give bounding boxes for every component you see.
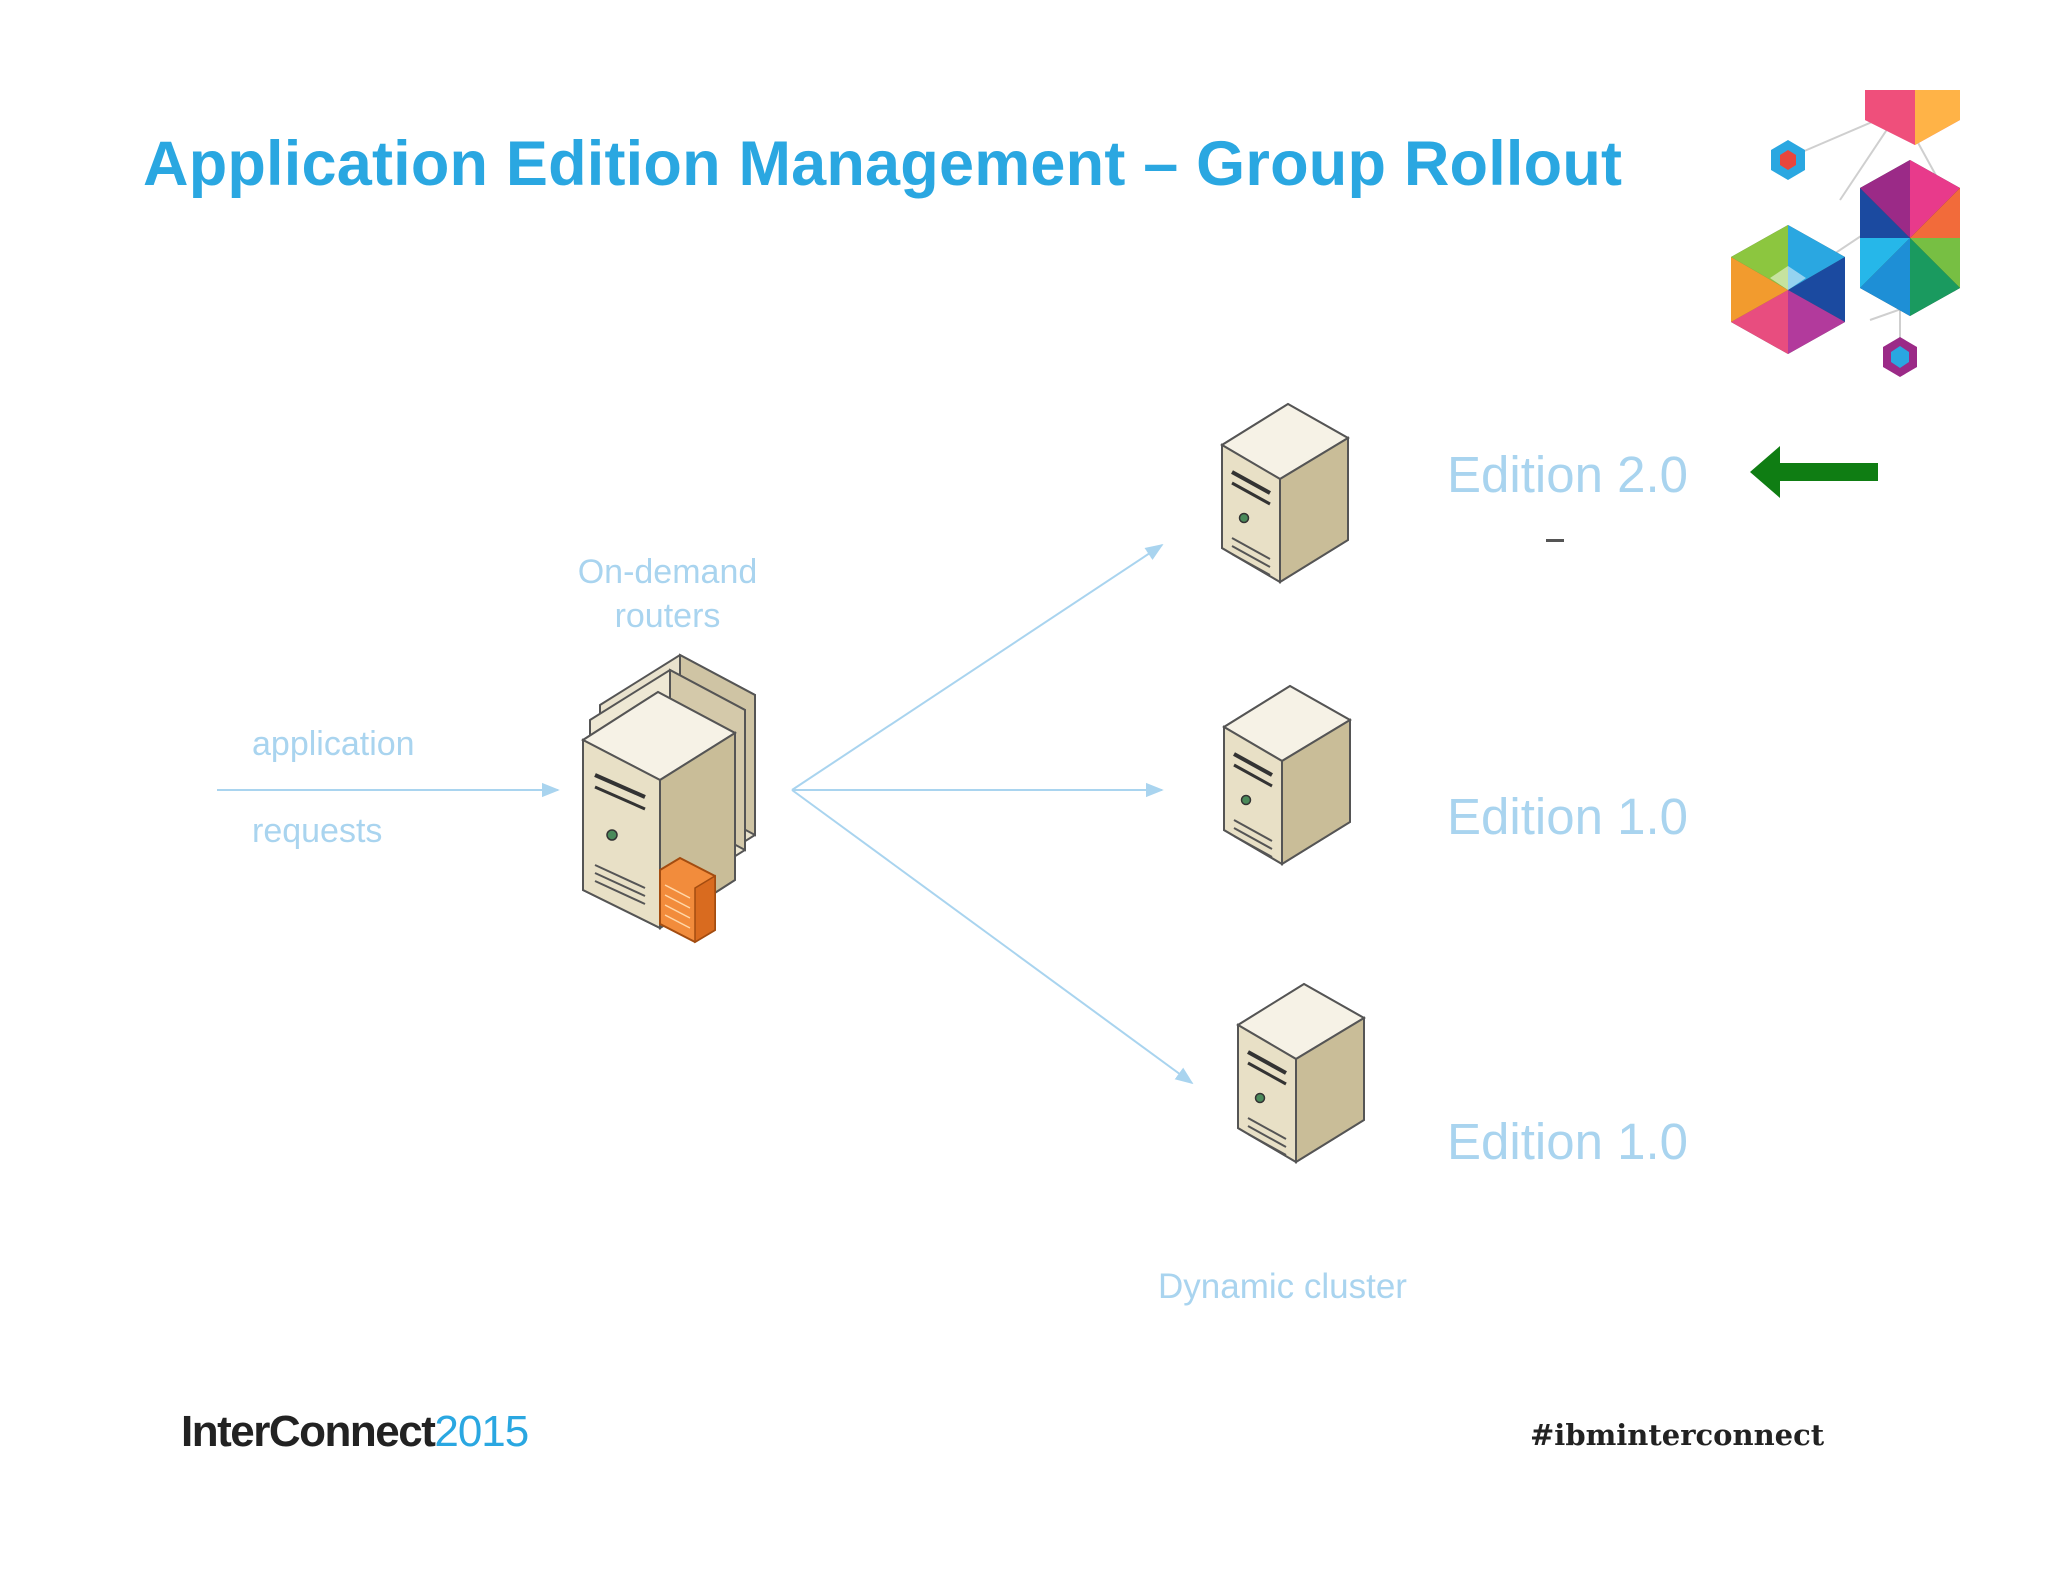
server-edition-1b-icon	[1236, 982, 1366, 1164]
edition-label-1a: Edition 1.0	[1447, 788, 1689, 845]
request-label-line1: application	[252, 725, 415, 763]
slide-title: Application Edition Management – Group R…	[143, 129, 1623, 199]
hashtag-text: #ibminterconnect	[1530, 1418, 1825, 1452]
brand-year: 2015	[434, 1407, 529, 1456]
router-label-line2: routers	[614, 597, 721, 635]
route-arrow-edition-1b	[791, 789, 1194, 1085]
dash-mark	[1546, 539, 1564, 542]
hexagon-logo-icon	[1731, 90, 1960, 377]
router-label: On-demand routers	[560, 550, 775, 638]
cluster-label: Dynamic cluster	[1158, 1267, 1407, 1306]
router-server-icon	[581, 653, 756, 944]
request-label-line2: requests	[252, 812, 383, 850]
brand-name: InterConnect	[181, 1407, 436, 1456]
server-edition-2-icon	[1220, 402, 1350, 584]
edition-label-2: Edition 2.0	[1447, 446, 1689, 503]
router-label-line1: On-demand	[577, 553, 758, 591]
highlight-arrow-icon	[1750, 446, 1878, 498]
route-arrow-edition-2	[791, 544, 1164, 791]
server-edition-1a-icon	[1222, 684, 1352, 866]
interconnect-logo: InterConnect2015	[181, 1407, 529, 1457]
edition-label-1b: Edition 1.0	[1447, 1113, 1689, 1170]
